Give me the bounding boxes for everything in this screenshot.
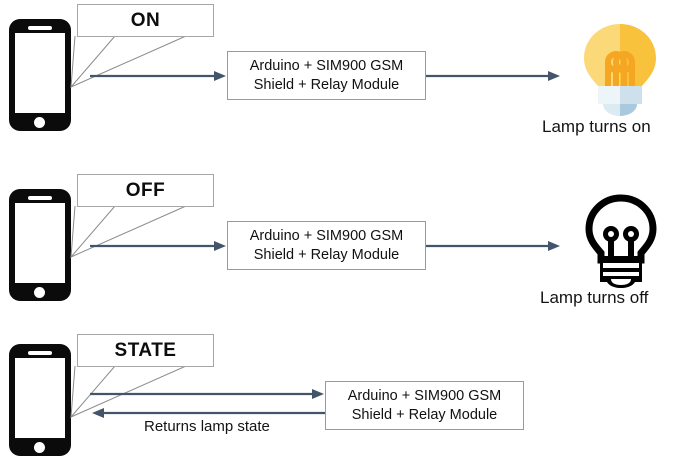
command-label: STATE (114, 339, 177, 361)
phone-icon (9, 189, 71, 301)
device-box-line-1: Arduino + SIM900 GSM (249, 58, 404, 75)
phone-home-button (34, 442, 45, 453)
command-label: ON (130, 9, 161, 31)
arrow-device-to-phone-return (92, 408, 326, 418)
phone-home-button (34, 287, 45, 298)
command-callout-off[interactable]: OFF (77, 174, 214, 207)
phone-home-button (34, 117, 45, 128)
device-box-off[interactable]: Arduino + SIM900 GSM Shield + Relay Modu… (227, 221, 426, 270)
callout-leader-lines (70, 365, 187, 419)
lightbulb-off-icon (585, 194, 657, 288)
phone-icon (9, 344, 71, 456)
arrow-phone-to-device-off (90, 241, 226, 251)
device-box-state[interactable]: Arduino + SIM900 GSM Shield + Relay Modu… (325, 381, 524, 430)
device-box-line-2: Shield + Relay Module (253, 76, 400, 93)
result-caption-off: Lamp turns off (540, 288, 649, 307)
callout-leader-lines (70, 35, 187, 89)
device-box-line-2: Shield + Relay Module (253, 246, 400, 263)
callout-leader-lines (70, 205, 187, 259)
arrow-phone-to-device-on (90, 71, 226, 81)
command-callout-state[interactable]: STATE (77, 334, 214, 367)
phone-icon (9, 19, 71, 131)
device-box-line-1: Arduino + SIM900 GSM (249, 228, 404, 245)
result-caption-on: Lamp turns on (542, 117, 651, 136)
device-box-on[interactable]: Arduino + SIM900 GSM Shield + Relay Modu… (227, 51, 426, 100)
phone-screen (15, 358, 65, 438)
arrow-device-to-lamp-on (426, 71, 560, 81)
device-box-line-2: Shield + Relay Module (351, 406, 498, 423)
phone-speaker (28, 196, 52, 200)
command-label: OFF (125, 179, 166, 201)
arrow-phone-to-device-state (90, 389, 324, 399)
phone-speaker (28, 351, 52, 355)
phone-speaker (28, 26, 52, 30)
return-caption: Returns lamp state (144, 418, 270, 435)
command-callout-on[interactable]: ON (77, 4, 214, 37)
lightbulb-on-icon (584, 24, 656, 116)
arrow-device-to-lamp-off (426, 241, 560, 251)
phone-screen (15, 33, 65, 113)
device-box-line-1: Arduino + SIM900 GSM (347, 388, 502, 405)
phone-screen (15, 203, 65, 283)
